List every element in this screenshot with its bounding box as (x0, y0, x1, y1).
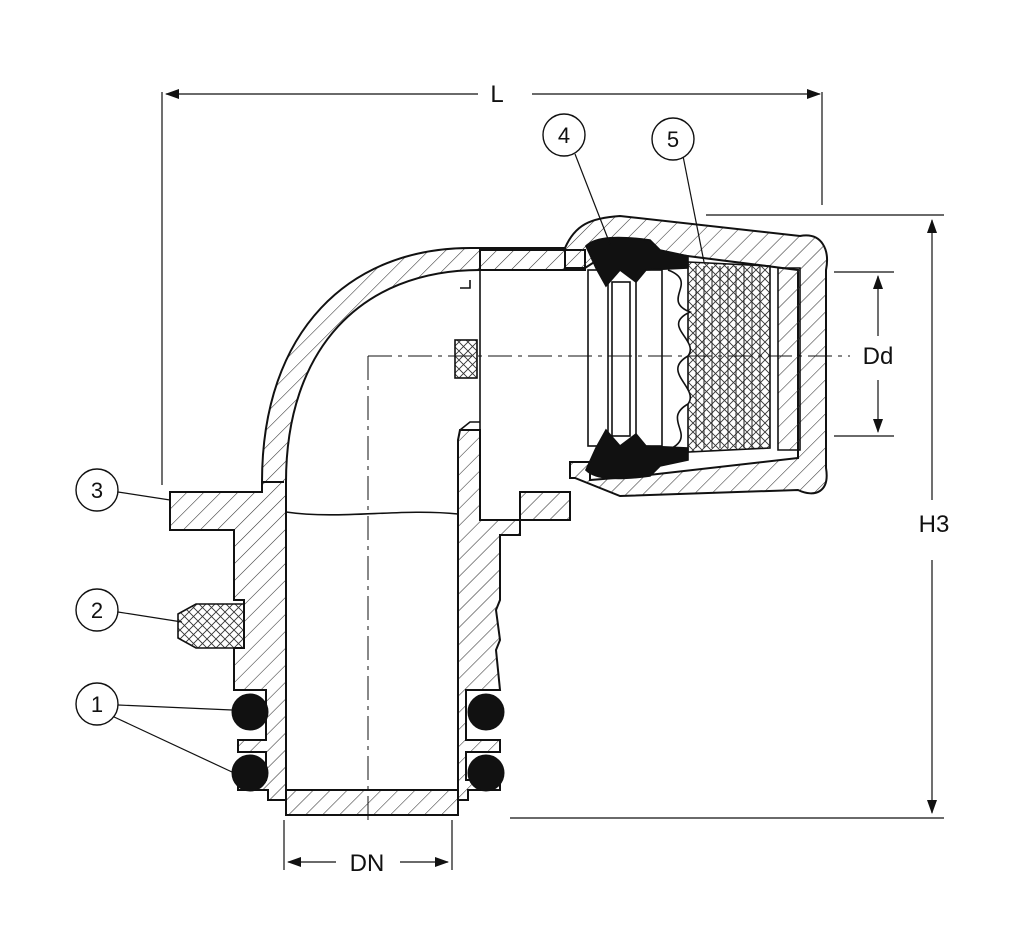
grip-ring (667, 269, 693, 451)
plug (177, 603, 245, 649)
upper-seal (585, 236, 689, 288)
callout-1: 1 (75, 682, 119, 726)
dimension-label-l: L (490, 81, 503, 108)
svg-text:1: 1 (91, 692, 103, 717)
thread-lines (695, 266, 761, 448)
seal-nut-assembly (585, 236, 689, 480)
o-ring-right-lower (467, 754, 505, 792)
svg-text:4: 4 (558, 123, 570, 148)
dimension-label-dd: Dd (863, 343, 894, 370)
dimension-label-h3: H3 (919, 511, 950, 538)
dimension-label-dn: DN (350, 850, 385, 877)
svg-text:2: 2 (91, 598, 103, 623)
callout-3: 3 (75, 468, 119, 512)
bottom-ring (285, 789, 459, 816)
callout-2: 2 (75, 588, 119, 632)
left-wall (169, 247, 566, 801)
threaded-insert (667, 261, 801, 453)
dimension-lines (161, 89, 944, 870)
center-lines (367, 355, 850, 826)
stop-lug (454, 339, 478, 379)
callout-5: 5 (651, 117, 695, 161)
svg-text:3: 3 (91, 478, 103, 503)
o-rings (231, 693, 505, 792)
callout-4: 4 (542, 113, 586, 157)
callout-leaders (111, 153, 705, 773)
lower-seal (585, 428, 689, 480)
right-wall (457, 429, 571, 801)
bore-outline (285, 270, 481, 516)
end-ring (777, 267, 801, 451)
o-ring-left-upper (231, 693, 269, 731)
o-ring-left-lower (231, 754, 269, 792)
o-ring-right-upper (467, 693, 505, 731)
svg-text:5: 5 (667, 127, 679, 152)
